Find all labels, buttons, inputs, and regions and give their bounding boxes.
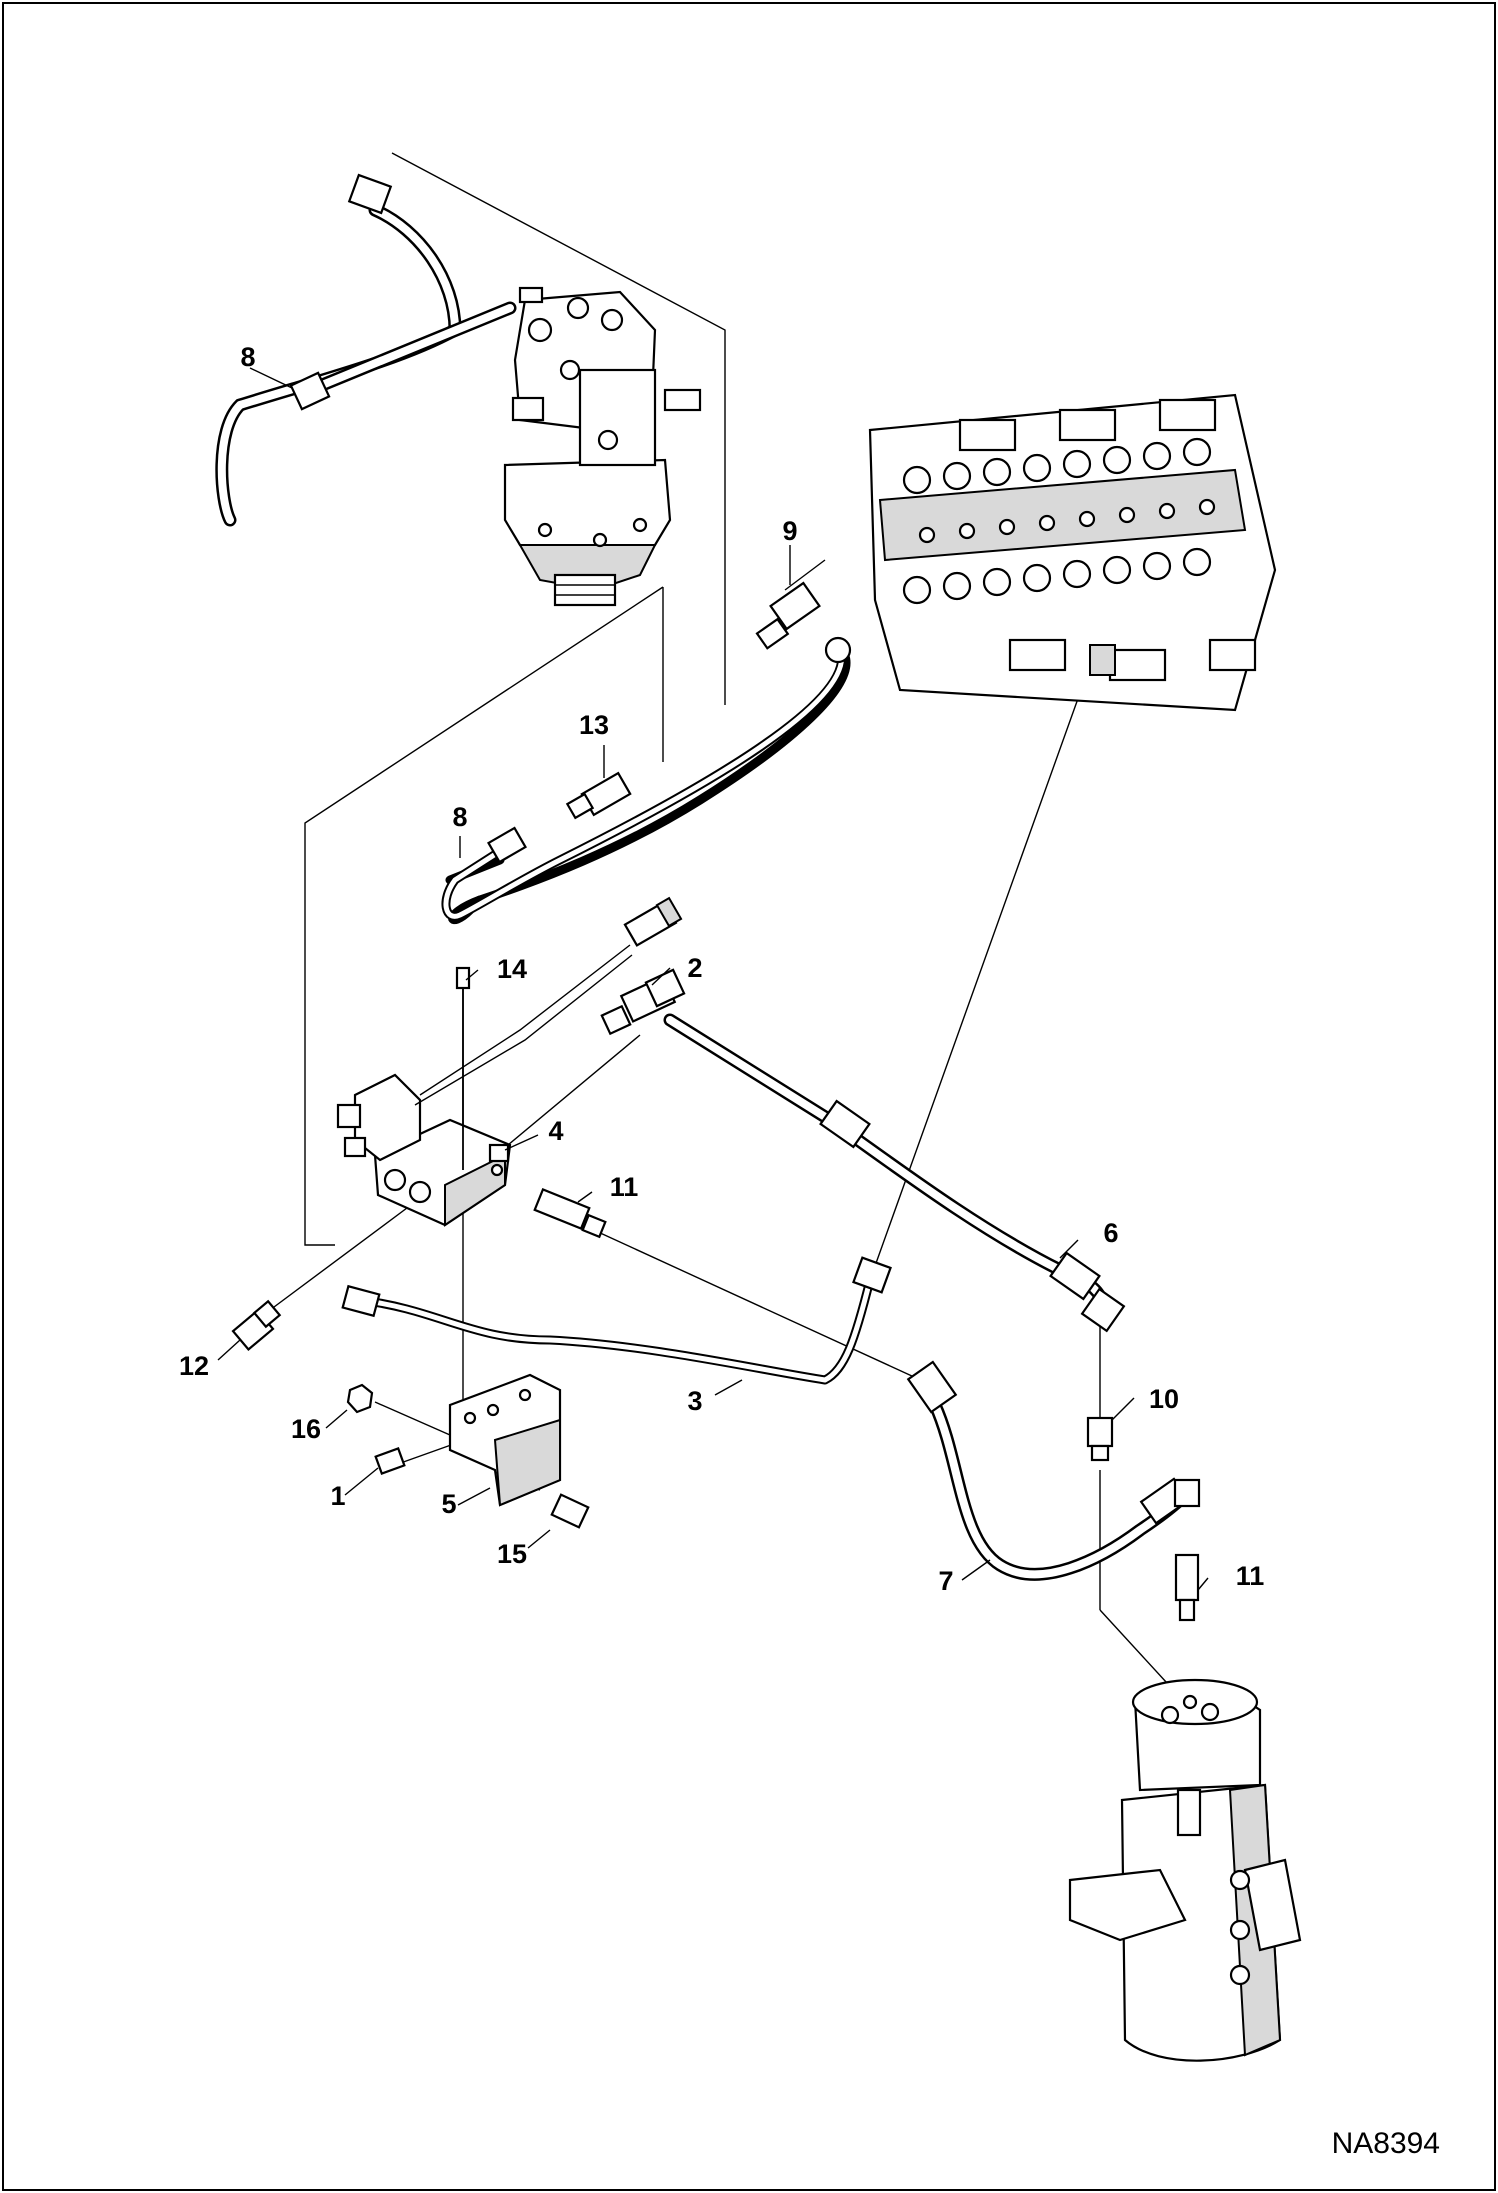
hose-6 [663,1013,1126,1333]
swing-motor [503,286,702,607]
callout-15: 15 [497,1539,527,1569]
solenoid-valve-block [336,1073,512,1227]
hose-8-lower [441,636,852,924]
swivel-joint [1068,1678,1302,2062]
callout-11-middle: 11 [610,1172,639,1202]
fitting-11-right [1174,1553,1200,1622]
callout-4: 4 [548,1116,563,1146]
tube-3 [341,1256,892,1385]
callout-16: 16 [291,1414,321,1444]
callout-7: 7 [938,1566,953,1596]
control-valve [868,393,1277,712]
wire-harness [414,896,683,1106]
callout-8-upper: 8 [240,342,255,372]
connector-1 [374,1447,406,1475]
fitting-13 [565,771,632,820]
mounting-bracket-5 [448,1373,562,1507]
figure-id: NA8394 [1332,2127,1440,2160]
guide-lines [269,152,1179,1696]
callout-labels: 8 9 13 8 14 2 4 11 6 12 3 10 16 1 5 15 7… [179,342,1264,1596]
fitting-12 [231,1299,282,1352]
callout-2: 2 [687,953,702,983]
fitting-10 [1086,1416,1114,1462]
bolt-15 [550,1493,590,1529]
callout-leaders [217,367,1209,1591]
callout-14: 14 [497,954,527,984]
hose-8-upper [215,173,517,527]
callout-13: 13 [579,710,609,740]
callout-5: 5 [441,1489,456,1519]
callout-3: 3 [687,1386,702,1416]
callout-1: 1 [330,1481,345,1511]
callout-9: 9 [782,516,797,546]
callout-10: 10 [1149,1384,1179,1414]
nut-16 [346,1383,374,1414]
callout-6: 6 [1103,1218,1118,1248]
callout-11-right: 11 [1236,1561,1265,1591]
hose-7 [906,1360,1201,1581]
fitting-9 [755,581,821,650]
callout-8-lower: 8 [452,802,467,832]
fitting-11-middle [533,1188,607,1239]
callout-12: 12 [179,1351,209,1381]
elbow-fitting-2 [600,968,686,1036]
